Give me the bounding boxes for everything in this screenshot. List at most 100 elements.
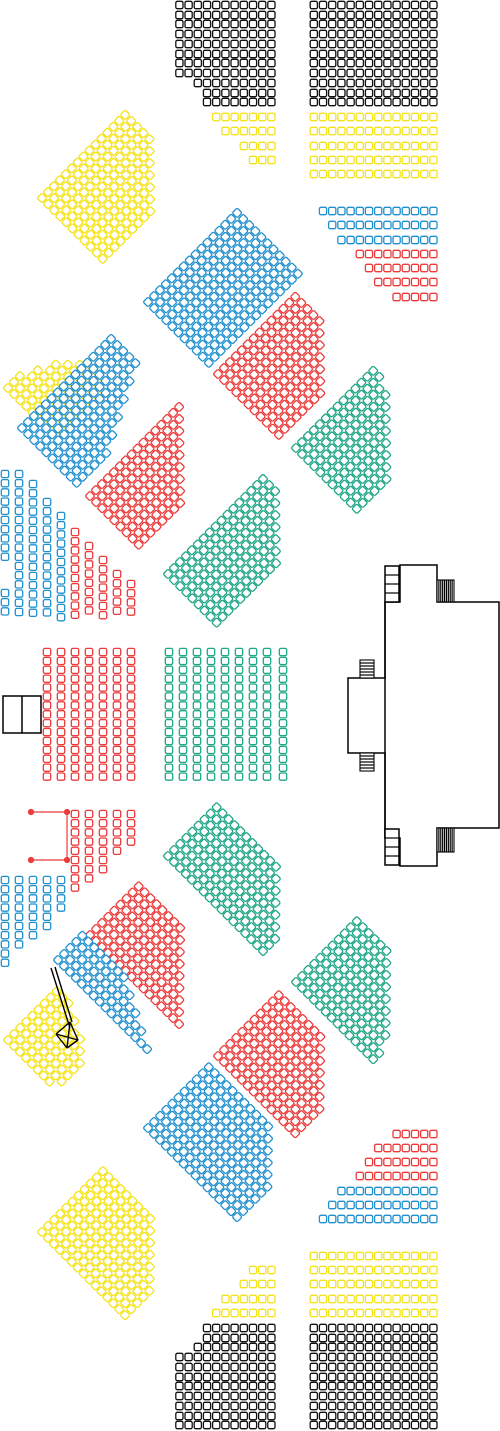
seat[interactable] [230, 10, 239, 20]
seat[interactable] [261, 393, 272, 404]
seat[interactable] [337, 169, 346, 179]
seat[interactable] [112, 846, 122, 856]
seat[interactable] [97, 491, 107, 502]
seat[interactable] [248, 674, 258, 683]
seat[interactable] [314, 1079, 325, 1090]
seat[interactable] [327, 1401, 337, 1411]
seat[interactable] [35, 441, 46, 452]
seat[interactable] [204, 892, 215, 903]
seat[interactable] [346, 58, 355, 68]
seat[interactable] [258, 873, 269, 884]
seat[interactable] [266, 1068, 277, 1079]
seat[interactable] [202, 1362, 212, 1372]
seat[interactable] [297, 437, 307, 447]
seat[interactable] [208, 255, 219, 266]
seat[interactable] [374, 395, 385, 406]
seat[interactable] [429, 1308, 438, 1318]
seat[interactable] [145, 479, 155, 490]
seat[interactable] [84, 656, 94, 666]
seat[interactable] [98, 683, 108, 692]
seat[interactable] [229, 856, 239, 867]
seat[interactable] [235, 850, 246, 861]
seat[interactable] [401, 249, 411, 259]
seat[interactable] [355, 78, 365, 88]
seat[interactable] [175, 1411, 184, 1421]
seat[interactable] [151, 911, 162, 922]
seat[interactable] [410, 1251, 420, 1261]
seat[interactable] [240, 892, 251, 903]
seat[interactable] [303, 443, 313, 454]
seat[interactable] [285, 1050, 296, 1061]
seat[interactable] [21, 401, 32, 412]
seat[interactable] [268, 256, 279, 267]
seat[interactable] [42, 674, 52, 683]
seat[interactable] [279, 1032, 290, 1043]
seat[interactable] [364, 112, 374, 122]
seat[interactable] [112, 809, 122, 819]
seat[interactable] [210, 521, 221, 532]
seat[interactable] [364, 1391, 374, 1401]
seat[interactable] [174, 971, 185, 981]
seat[interactable] [375, 432, 385, 442]
seat[interactable] [346, 10, 355, 20]
seat[interactable] [248, 10, 258, 20]
seat[interactable] [263, 286, 274, 297]
seat[interactable] [245, 1103, 256, 1114]
seat[interactable] [202, 19, 212, 29]
seat[interactable] [333, 934, 344, 945]
seat[interactable] [308, 1110, 319, 1120]
seat[interactable] [103, 911, 114, 922]
seat[interactable] [383, 1186, 392, 1196]
seat[interactable] [285, 417, 296, 428]
seat[interactable] [27, 1022, 38, 1033]
seat[interactable] [373, 1171, 383, 1181]
seat[interactable] [239, 1372, 249, 1382]
seat[interactable] [357, 934, 368, 945]
seat[interactable] [42, 921, 52, 931]
seat[interactable] [150, 995, 161, 1006]
seat[interactable] [383, 277, 392, 287]
seat[interactable] [337, 29, 346, 39]
seat[interactable] [0, 607, 10, 616]
seat[interactable] [275, 274, 285, 285]
seat[interactable] [230, 1420, 239, 1430]
seat[interactable] [100, 978, 111, 989]
seat[interactable] [107, 960, 117, 971]
seat[interactable] [112, 578, 122, 588]
seat[interactable] [278, 727, 288, 737]
seat[interactable] [230, 39, 239, 49]
seat[interactable] [351, 928, 362, 939]
seat[interactable] [126, 128, 137, 138]
seat[interactable] [15, 395, 26, 406]
seat[interactable] [350, 1036, 361, 1047]
seat[interactable] [355, 49, 365, 59]
seat[interactable] [362, 1012, 373, 1023]
seat[interactable] [133, 503, 144, 514]
seat[interactable] [262, 647, 272, 657]
seat[interactable] [204, 539, 215, 550]
seat[interactable] [56, 903, 66, 912]
seat[interactable] [383, 1157, 392, 1167]
seat[interactable] [126, 727, 136, 737]
seat[interactable] [79, 211, 90, 222]
seat[interactable] [318, 78, 328, 88]
seat[interactable] [102, 1256, 113, 1267]
seat[interactable] [46, 405, 57, 416]
seat[interactable] [264, 891, 275, 902]
seat[interactable] [368, 1006, 379, 1017]
seat[interactable] [193, 1381, 203, 1391]
seat[interactable] [70, 772, 80, 781]
seat[interactable] [85, 1202, 96, 1213]
seat[interactable] [191, 321, 202, 332]
seat[interactable] [253, 576, 264, 587]
seat[interactable] [257, 68, 267, 78]
seat[interactable] [253, 843, 264, 854]
seat[interactable] [410, 1362, 420, 1372]
seat[interactable] [142, 1044, 153, 1055]
seat[interactable] [229, 563, 239, 574]
seat[interactable] [127, 224, 138, 235]
seat[interactable] [290, 315, 301, 326]
seat[interactable] [106, 333, 117, 344]
seat[interactable] [410, 49, 420, 59]
seat[interactable] [138, 140, 149, 151]
